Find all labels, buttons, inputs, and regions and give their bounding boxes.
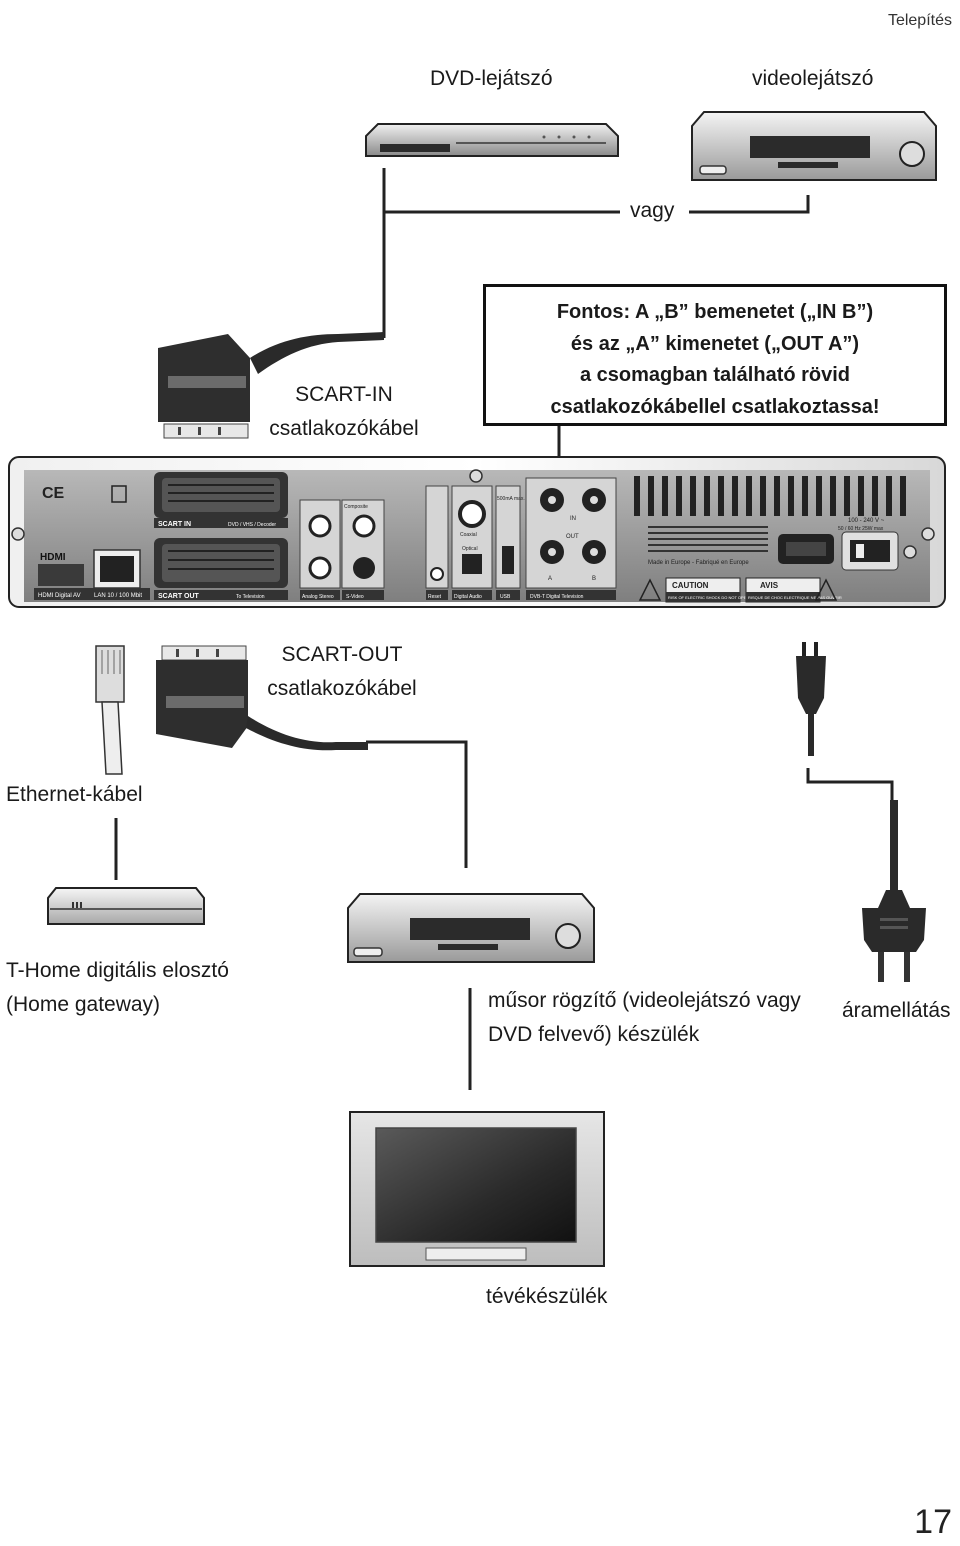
avis-sub-label: RISQUE DE CHOC ELECTRIQUE NE PAS OUVRIR	[748, 595, 842, 600]
video-player-label: videolejátszó	[752, 67, 874, 90]
scart-out-line	[366, 740, 468, 868]
voltage-label: 100 - 240 V ~	[848, 518, 885, 524]
scart-in-port-label: SCART IN	[158, 521, 191, 528]
ethernet-label: Ethernet-kábel	[6, 783, 143, 806]
power-plug-icon	[862, 800, 926, 982]
or-label: vagy	[630, 199, 675, 222]
caution-label: CAUTION	[672, 581, 709, 590]
reset-label: Reset	[428, 594, 442, 600]
dvd-player-label: DVD-lejátszó	[430, 67, 553, 90]
page-number: 17	[914, 1503, 952, 1541]
home-gateway-device	[47, 887, 205, 925]
power-label: áramellátás	[842, 999, 951, 1022]
hdmi-label: HDMI Digital AV	[38, 593, 81, 599]
caution-sub-label: RISK OF ELECTRIC SHOCK DO NOT OPEN	[668, 595, 749, 600]
video-player-device	[691, 111, 937, 181]
antenna-a-label: A	[548, 576, 552, 582]
coaxial-label: Coaxial	[460, 532, 477, 538]
svideo-label: S-Video	[346, 594, 364, 600]
avis-label: AVIS	[760, 581, 779, 590]
hdmi-logo: HDMI	[40, 552, 66, 563]
video-connector-line	[689, 195, 810, 214]
rj45-plug-icon	[95, 645, 125, 775]
dvbt-label: DVB-T Digital Television	[530, 594, 584, 600]
television-device	[349, 1111, 605, 1267]
notice-box: Fontos: A „B” bemenetet („IN B”) és az „…	[483, 284, 947, 426]
scart-out-port-label: SCART OUT	[158, 593, 200, 600]
notice-line: Fontos: A „B” bemenetet („IN B”)	[556, 301, 874, 323]
antenna-in-label: IN	[570, 516, 576, 522]
usb-label: USB	[500, 594, 511, 600]
scart-plug-icon	[158, 332, 384, 439]
optical-label: Optical	[462, 546, 478, 552]
usb-power-label: 500mA max.	[497, 496, 525, 502]
analog-stereo-label: Analog Stereo	[302, 594, 334, 600]
svg-text:CE: CE	[42, 485, 65, 502]
freq-label: 50 / 60 Hz 25W max	[838, 526, 884, 532]
digital-audio-label: Digital Audio	[454, 594, 482, 600]
set-top-box-rear-panel: CE HDMI HDMI Digital AV LAN 10 / 100 Mbi…	[8, 456, 946, 608]
antenna-b-label: B	[592, 576, 596, 582]
recorder-device	[347, 893, 595, 963]
notice-line: csatlakozókábellel csatlakoztassa!	[550, 395, 880, 418]
made-in-label: Made in Europe - Fabriqué en Europe	[648, 560, 749, 566]
to-tv-label: To Television	[236, 594, 265, 600]
gateway-label: T-Home digitális elosztó(Home gateway)	[6, 959, 229, 1016]
tv-label: tévékészülék	[486, 1285, 608, 1308]
section-header: Telepítés	[887, 12, 952, 29]
dvd-player-device	[365, 123, 619, 157]
notice-line: és az „A” kimenetet („OUT A”)	[570, 332, 860, 355]
power-line	[806, 768, 894, 800]
lan-label: LAN 10 / 100 Mbit	[94, 593, 142, 599]
dvd-connector-line	[382, 168, 620, 214]
notice-line: a csomagban található rövid	[579, 364, 851, 386]
scart-plug-icon	[156, 645, 368, 751]
composite-label: Composite	[344, 504, 368, 510]
dvd-vhs-label: DVD / VHS / Decoder	[228, 522, 276, 528]
antenna-out-label: OUT	[566, 534, 579, 540]
iec-plug-icon	[796, 642, 826, 756]
